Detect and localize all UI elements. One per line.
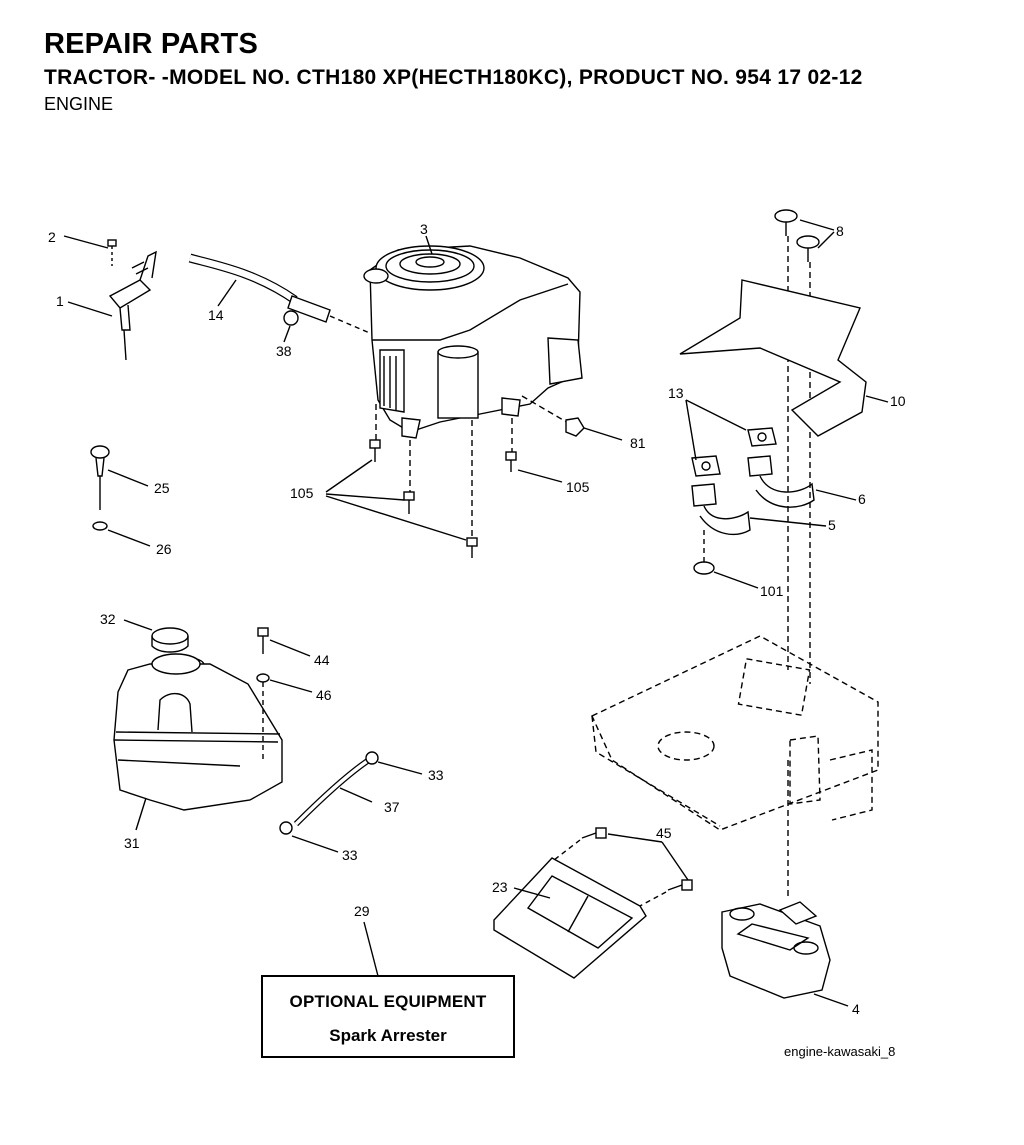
page-title: REPAIR PARTS [44,28,259,60]
heat-shield-drawing [679,279,867,437]
callout-13: 13 [668,385,684,401]
callout-14: 14 [208,307,224,323]
callout-101: 101 [760,583,784,599]
callout-1: 1 [56,293,64,309]
callout-4: 4 [852,1001,860,1017]
callout-45: 45 [656,825,672,841]
bracket-23-drawing [493,827,693,979]
callout-6: 6 [858,491,866,507]
callout-44: 44 [314,652,330,668]
screws-8-drawing [774,209,820,684]
nut-81-drawing [565,417,585,437]
frame-drawing [591,635,879,831]
muffler-drawing [721,901,831,999]
exhaust-pipes-drawing [691,427,815,575]
optional-equipment-heading: OPTIONAL EQUIPMENT [289,992,487,1011]
callout-81: 81 [630,435,646,451]
callout-25: 25 [154,480,170,496]
bolt-44-drawing [256,627,270,760]
callout-23: 23 [492,879,508,895]
callout-105a: 105 [290,485,314,501]
callout-10: 10 [890,393,906,409]
callout-32: 32 [100,611,116,627]
fuel-tank-drawing [113,627,283,811]
figure-reference: engine-kawasaki_8 [784,1044,896,1059]
bolts-105-drawing [369,439,517,558]
throttle-control-drawing [107,239,157,361]
callout-46: 46 [316,687,332,703]
callout-38: 38 [276,343,292,359]
dipstick-drawing [90,445,110,531]
callout-105b: 105 [566,479,590,495]
optional-equipment-box: OPTIONAL EQUIPMENT Spark Arrester [261,975,515,1058]
callout-31: 31 [124,835,140,851]
callout-5: 5 [828,517,836,533]
callout-33b: 33 [342,847,358,863]
callout-3: 3 [420,221,428,237]
engine-drawing [363,245,583,439]
fuel-line-drawing [279,751,379,835]
callout-33a: 33 [428,767,444,783]
optional-equipment-item: Spark Arrester [329,1026,447,1045]
fuel-filter-drawing [283,295,373,335]
section-label: ENGINE [44,94,114,114]
callout-26: 26 [156,541,172,557]
model-subtitle: TRACTOR- -MODEL NO. CTH180 XP(HECTH180KC… [44,66,863,89]
callout-8: 8 [836,223,844,239]
callout-29: 29 [354,903,370,919]
callout-2: 2 [48,229,56,245]
callout-37: 37 [384,799,400,815]
